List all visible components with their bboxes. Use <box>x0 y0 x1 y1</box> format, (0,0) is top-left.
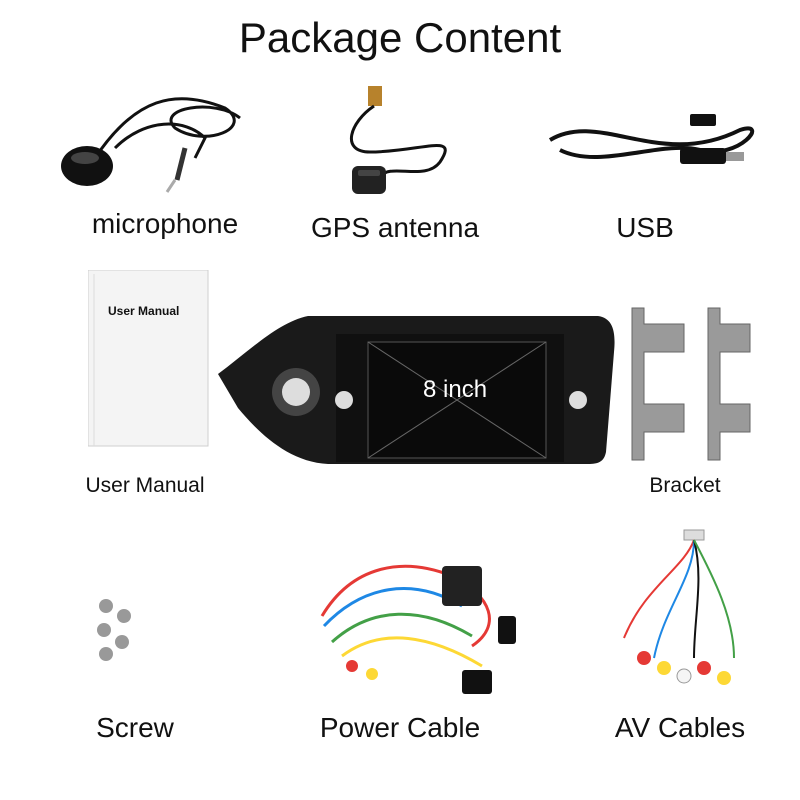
gps-antenna-image <box>330 82 470 212</box>
screw-label: Screw <box>96 712 174 743</box>
screw-image <box>92 596 142 666</box>
av-cables-label: AV Cables <box>614 712 746 743</box>
av-cables-image <box>604 528 754 698</box>
microphone-label: microphone <box>91 208 239 239</box>
bracket-image <box>628 304 758 464</box>
user-manual-label: User Manual <box>85 474 205 497</box>
bracket-label: Bracket <box>649 474 721 497</box>
usb-label: USB <box>616 212 674 243</box>
power-cable-image <box>312 546 522 702</box>
head-unit-image <box>218 312 618 472</box>
user-manual-image <box>88 270 210 448</box>
microphone-image <box>55 88 255 198</box>
screen-size-label: 8 inch <box>423 376 488 403</box>
usb-cable-image <box>540 110 770 190</box>
user-manual-cover-text: User Manual <box>108 304 180 318</box>
power-cable-label: Power Cable <box>319 712 481 743</box>
page-title: Package Content <box>238 14 562 61</box>
gps-antenna-label: GPS antenna <box>310 212 480 243</box>
